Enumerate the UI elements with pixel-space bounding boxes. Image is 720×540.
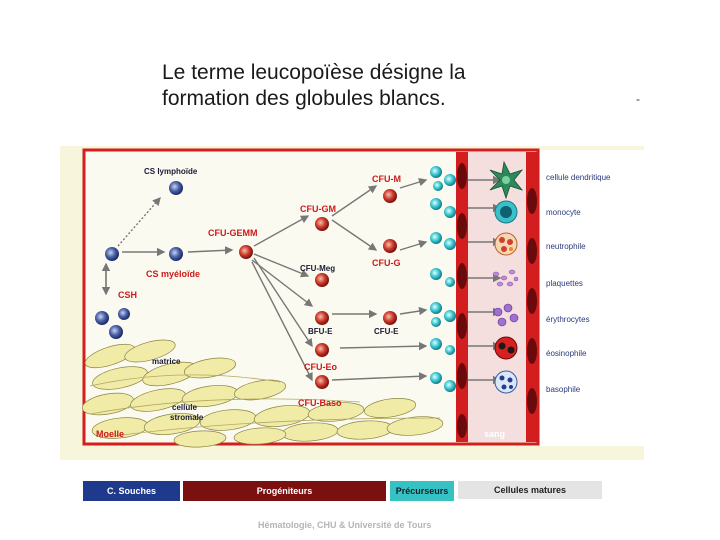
precursor-cluster-4: [430, 268, 455, 287]
progenitor-cfu-e: [383, 311, 397, 325]
legend-precursors: Précurseurs: [390, 481, 454, 501]
label-cfu-e: CFU-E: [374, 327, 399, 336]
dendritic-cell-icon: [489, 160, 524, 200]
label-moelle: Moelle: [96, 429, 124, 439]
stem-cell-lymphoid: [169, 181, 183, 195]
stray-mark: -: [636, 92, 640, 106]
stem-cells: [95, 181, 183, 339]
label-cfu-meg: CFU-Meg: [300, 264, 335, 273]
legend-mature-cells: Cellules matures: [458, 481, 602, 499]
label-csh: CSH: [118, 290, 137, 300]
progenitor-cfu-gm: [315, 217, 329, 231]
eosinophil-icon: [494, 336, 518, 360]
precursor-cluster-2: [430, 198, 456, 218]
neutrophil-icon: [494, 232, 518, 256]
stem-cell-csh: [105, 247, 119, 261]
blood-vessel: [456, 152, 538, 442]
label-mature-eosinophil: éosinophile: [546, 349, 587, 358]
label-sang: sang: [484, 429, 505, 439]
title-line-2: formation des globules blancs.: [162, 87, 446, 110]
stem-cell-pool-1: [95, 311, 109, 325]
stem-cell-myeloid: [169, 247, 183, 261]
erythrocytes-icon: [493, 303, 519, 327]
precursor-cluster-5: [430, 302, 456, 327]
label-cfu-g: CFU-G: [372, 258, 401, 268]
label-mature-neutrophil: neutrophile: [546, 242, 586, 251]
progenitor-bfu-e: [315, 311, 329, 325]
label-cfu-baso: CFU-Baso: [298, 398, 342, 408]
precursor-cells: [430, 166, 456, 392]
label-cs-lymphoide: CS lymphoïde: [144, 167, 198, 176]
label-mature-dendritic: cellule dendritique: [546, 173, 611, 182]
monocyte-icon: [494, 200, 518, 224]
stromal-fibers: [89, 374, 441, 439]
label-cfu-eo: CFU-Eo: [304, 362, 337, 372]
progenitor-cfu-baso: [315, 375, 329, 389]
precursor-cluster-6: [430, 338, 455, 355]
label-mature-platelets: plaquettes: [546, 279, 583, 288]
label-mature-erythrocytes: érythrocytes: [546, 315, 590, 324]
precursor-cluster-7: [430, 372, 456, 392]
precursor-cluster-3: [430, 232, 456, 250]
label-matrice: matrice: [152, 357, 181, 366]
precursor-cluster-1: [430, 166, 456, 191]
progenitor-cfu-meg: [315, 273, 329, 287]
label-cs-myeloide: CS myéloïde: [146, 269, 200, 279]
basophil-icon: [494, 370, 518, 394]
source-credit: Hématologie, CHU & Université de Tours: [258, 520, 432, 530]
stromal-matrix: [81, 339, 444, 448]
label-cfu-gemm: CFU-GEMM: [208, 228, 258, 238]
label-cfu-gm: CFU-GM: [300, 204, 336, 214]
progenitor-cells: [239, 189, 397, 389]
legend-precursors-label: Précurseurs: [395, 486, 449, 496]
differentiation-arrows: [101, 175, 502, 385]
mature-cells: [489, 160, 524, 394]
hematopoiesis-diagram: CS lymphoïde CS myéloïde CSH CFU-GEMM CF…: [60, 146, 644, 460]
legend-progenitors: Progéniteurs: [183, 481, 386, 501]
progenitor-cfu-g: [383, 239, 397, 253]
label-mature-monocyte: monocyte: [546, 208, 581, 217]
label-cellule-stromale-1: cellule: [172, 403, 197, 412]
progenitor-cfu-gemm: [239, 245, 253, 259]
slide-title: Le terme leucopoïèse désigne la formatio…: [162, 60, 582, 112]
stem-cell-pool-3: [118, 308, 130, 320]
label-mature-basophil: basophile: [546, 385, 581, 394]
label-cfu-m: CFU-M: [372, 174, 401, 184]
legend-stem-cells: C. Souches: [83, 481, 180, 501]
legend-mature-cells-label: Cellules matures: [493, 485, 567, 495]
platelets-icon: [492, 269, 519, 287]
legend-stem-cells-label: C. Souches: [106, 486, 156, 496]
mature-area: [540, 150, 644, 446]
label-bfu-e: BFU-E: [308, 327, 333, 336]
diagram-svg: CS lymphoïde CS myéloïde CSH CFU-GEMM CF…: [60, 146, 644, 460]
legend-progenitors-label: Progéniteurs: [256, 486, 313, 496]
title-line-1: Le terme leucopoïèse désigne la: [162, 61, 466, 84]
label-cellule-stromale-2: stromale: [170, 413, 204, 422]
stem-cell-pool-2: [109, 325, 123, 339]
progenitor-cfu-m: [383, 189, 397, 203]
progenitor-cfu-eo: [315, 343, 329, 357]
